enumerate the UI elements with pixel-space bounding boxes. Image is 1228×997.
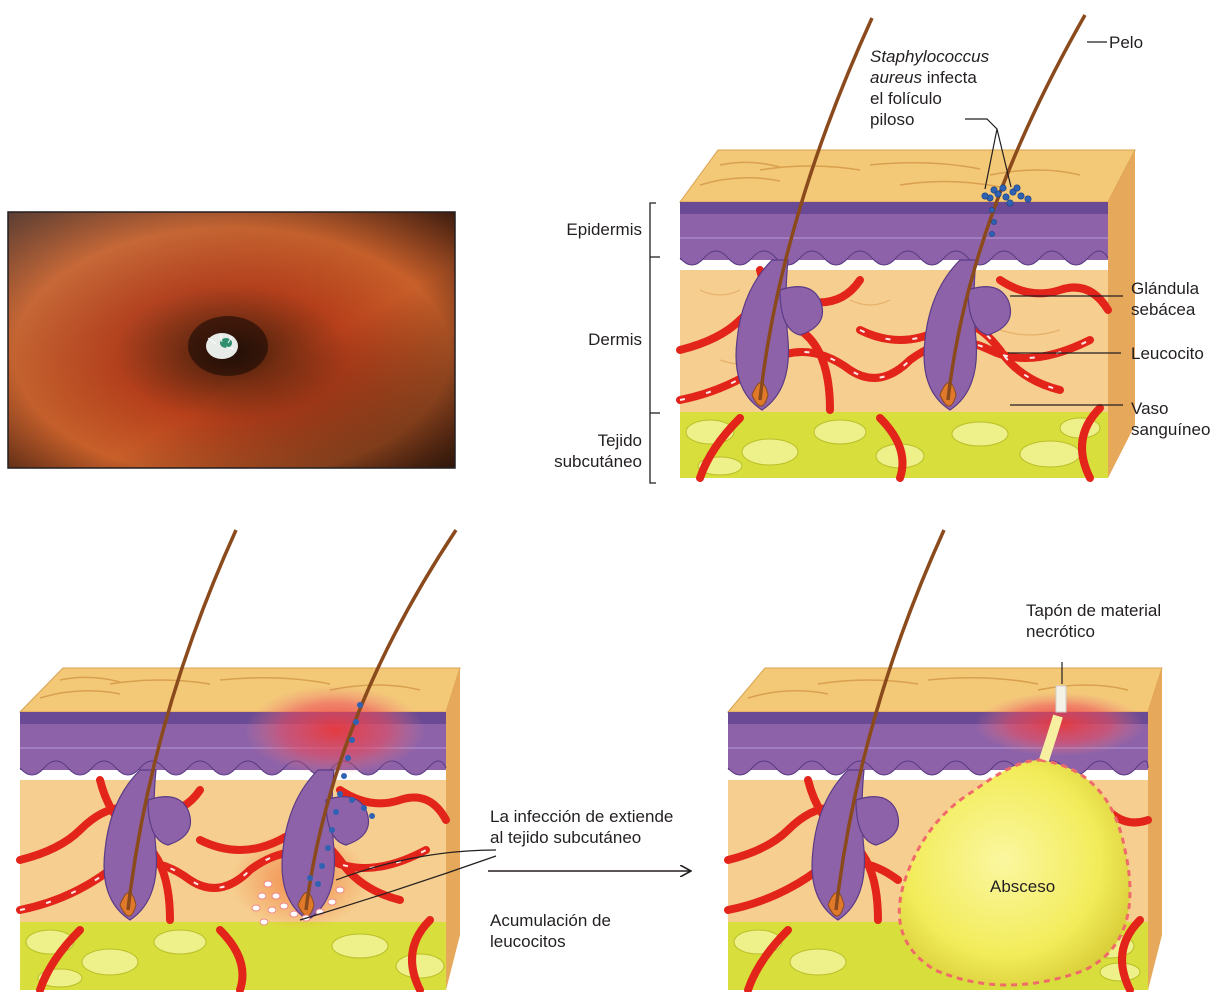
bracket-icon [650, 203, 660, 483]
boil-photo [8, 212, 455, 468]
skin-block-abscess [728, 530, 1162, 990]
label-dermis: Dermis [520, 329, 642, 350]
label-glandula-sebacea: Glándula sebácea [1131, 278, 1199, 320]
label-vaso-sanguineo: Vaso sanguíneo [1131, 398, 1210, 440]
label-leucocito: Leucocito [1131, 343, 1204, 364]
label-pelo: Pelo [1109, 32, 1143, 53]
label-staph-infects-follicle: Staphylococcus aureus infecta el folícul… [870, 46, 989, 130]
label-tejido-subcutaneo: Tejido subcutáneo [500, 430, 642, 472]
label-absceso: Absceso [990, 876, 1055, 897]
skin-block-infected [20, 530, 496, 990]
label-acumulacion-leucocitos: Acumulación de leucocitos [490, 910, 611, 952]
label-infeccion-extiende: La infección de extiende al tejido subcu… [490, 806, 673, 848]
label-tapon-material-necrotico: Tapón de material necrótico [1026, 600, 1161, 642]
label-epidermis: Epidermis [520, 219, 642, 240]
